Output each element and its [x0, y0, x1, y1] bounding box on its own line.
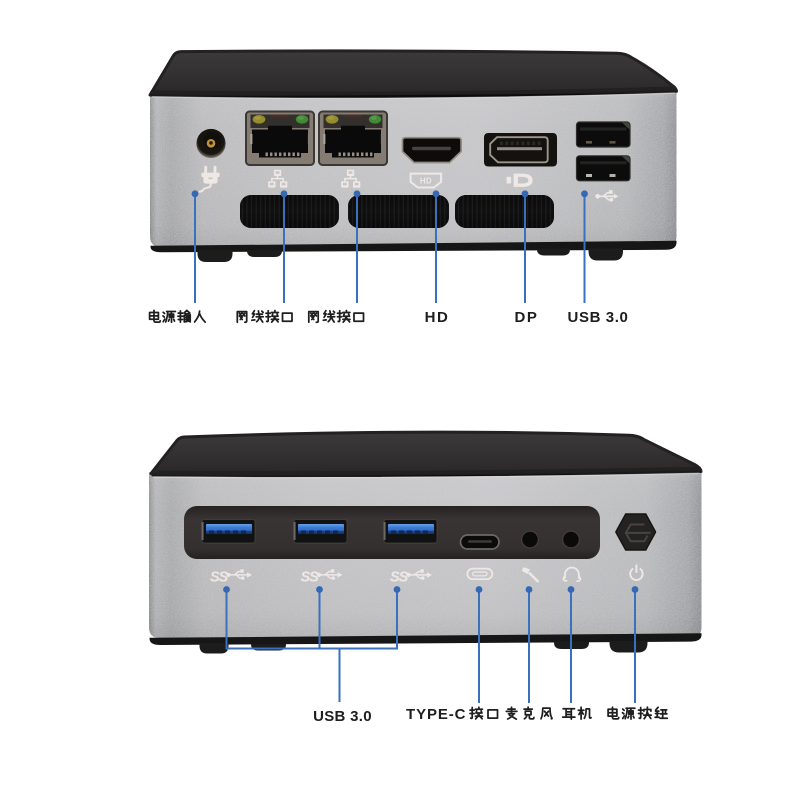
- svg-text:DP: DP: [514, 309, 538, 326]
- svg-text:USB 3.0: USB 3.0: [568, 309, 629, 326]
- svg-text:HD: HD: [420, 177, 432, 186]
- svg-text:HD: HD: [425, 309, 450, 326]
- svg-text:USB 3.0: USB 3.0: [313, 708, 372, 725]
- svg-text:SS: SS: [210, 570, 229, 586]
- svg-text:TYPE-C: TYPE-C: [406, 706, 466, 723]
